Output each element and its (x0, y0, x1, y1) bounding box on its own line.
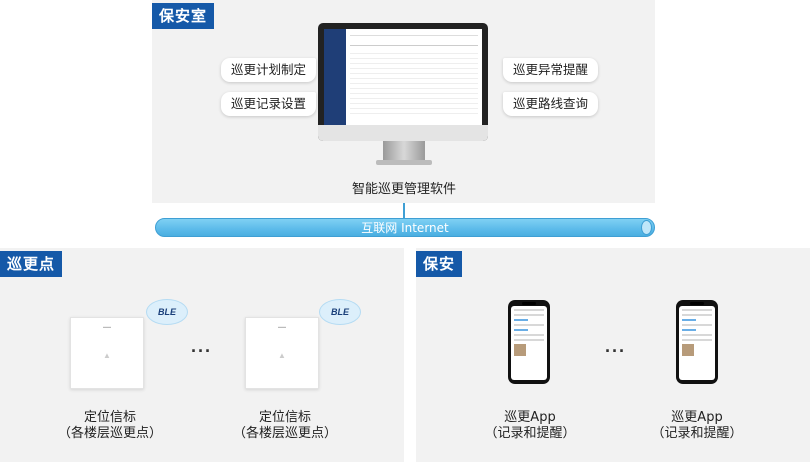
patrol-points-panel (0, 248, 404, 462)
software-caption: 智能巡更管理软件 (351, 182, 456, 197)
beacon-caption-1b: （各楼层巡更点） (57, 426, 162, 441)
feature-route: 巡更路线查询 (503, 92, 599, 116)
guard-tag: 保安 (416, 251, 463, 277)
phone-icon-2 (676, 300, 718, 384)
beacon-icon-1: ▬▬▲ (70, 317, 144, 389)
app-caption-1a: 巡更App (504, 410, 556, 425)
ble-bubble-1: BLE (146, 299, 188, 325)
feature-record: 巡更记录设置 (221, 92, 317, 116)
app-caption-1b: （记录和提醒） (484, 426, 576, 441)
patrol-points-tag: 巡更点 (0, 251, 63, 277)
monitor-base (376, 160, 432, 165)
phone-icon-1 (508, 300, 550, 384)
monitor-stand (383, 141, 425, 161)
ellipsis-2: ··· (605, 341, 626, 361)
beacon-caption-2a: 定位信标 (258, 410, 311, 425)
guard-panel (416, 248, 810, 462)
software-screenshot (324, 29, 482, 125)
feature-alert: 巡更异常提醒 (503, 58, 599, 82)
security-room-tag: 保安室 (152, 3, 215, 29)
app-caption-2b: （记录和提醒） (651, 426, 743, 441)
internet-pipe: 互联网 Internet (155, 218, 655, 237)
internet-label: 互联网 Internet (361, 221, 449, 235)
network-connector (403, 203, 405, 219)
beacon-icon-2: ▬▬▲ (245, 317, 319, 389)
feature-plan: 巡更计划制定 (221, 58, 317, 82)
beacon-caption-2b: （各楼层巡更点） (232, 426, 337, 441)
ellipsis-1: ··· (191, 341, 212, 361)
ble-bubble-2: BLE (319, 299, 361, 325)
monitor-icon (318, 23, 488, 141)
beacon-caption-1a: 定位信标 (83, 410, 136, 425)
app-caption-2a: 巡更App (671, 410, 723, 425)
